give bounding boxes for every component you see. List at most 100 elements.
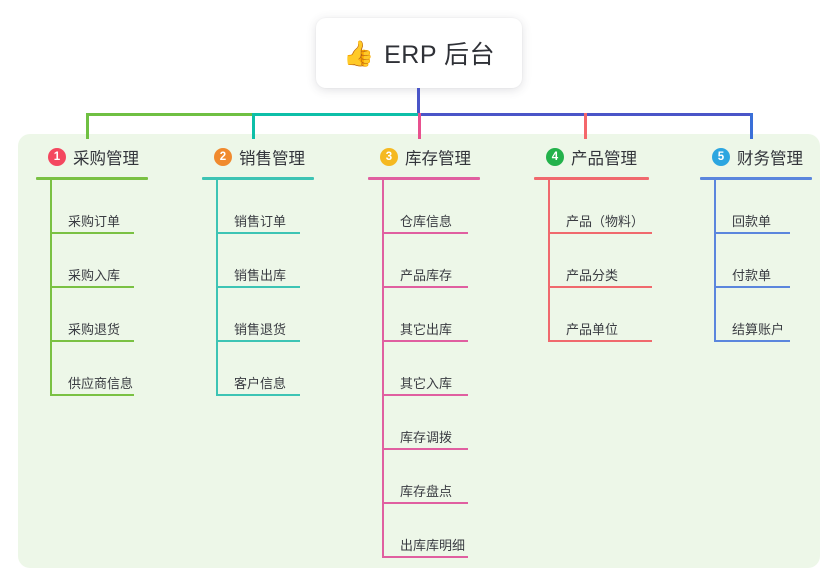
branch-items-5: 回款单付款单结算账户: [714, 180, 820, 342]
branch-spine-4: [548, 180, 550, 342]
branch-header-2[interactable]: 2 销售管理: [202, 144, 354, 170]
root-node-erp-backend[interactable]: 👍 ERP 后台: [316, 18, 522, 88]
leaf-node[interactable]: 产品分类: [548, 234, 694, 288]
leaf-node[interactable]: 产品（物料）: [548, 180, 694, 234]
drop-stub-4: [584, 113, 587, 139]
leaf-node-label: 销售退货: [234, 321, 287, 337]
leaf-node[interactable]: 采购退货: [50, 288, 188, 342]
leaf-node[interactable]: 采购订单: [50, 180, 188, 234]
leaf-node[interactable]: 库存盘点: [382, 450, 520, 504]
leaf-node[interactable]: 回款单: [714, 180, 820, 234]
leaf-node-label: 产品分类: [566, 267, 619, 283]
drop-stub-3: [418, 113, 421, 139]
branch-underline-2: [202, 177, 314, 180]
diagram-background-panel: [18, 134, 820, 568]
leaf-node-label: 采购退货: [68, 321, 121, 337]
leaf-node-label: 库存盘点: [400, 483, 453, 499]
leaf-node-underline: [50, 232, 134, 234]
leaf-node-underline: [50, 286, 134, 288]
leaf-node-label: 采购入库: [68, 267, 121, 283]
leaf-node[interactable]: 销售订单: [216, 180, 354, 234]
branch-spine-3: [382, 180, 384, 558]
leaf-node[interactable]: 产品单位: [548, 288, 694, 342]
leaf-node[interactable]: 供应商信息: [50, 342, 188, 396]
bar-segment-teal: [252, 113, 420, 116]
root-node-content: 👍 ERP 后台: [343, 35, 495, 71]
leaf-node[interactable]: 销售出库: [216, 234, 354, 288]
leaf-node-underline: [216, 232, 300, 234]
branch-column-5: 5 财务管理回款单付款单结算账户: [700, 144, 820, 342]
leaf-node[interactable]: 采购入库: [50, 234, 188, 288]
leaf-node-label: 产品单位: [566, 321, 619, 337]
leaf-node-underline: [50, 394, 134, 396]
leaf-node-underline: [548, 232, 652, 234]
branch-header-5[interactable]: 5 财务管理: [700, 144, 820, 170]
branch-items-4: 产品（物料） 产品分类产品单位: [548, 180, 694, 342]
leaf-node-underline: [382, 232, 468, 234]
leaf-node[interactable]: 其它出库: [382, 288, 520, 342]
thumbs-up-icon: 👍: [342, 38, 375, 68]
branch-badge-4: 4: [546, 148, 564, 166]
leaf-node-underline: [50, 340, 134, 342]
leaf-node-label: 供应商信息: [68, 375, 134, 391]
leaf-node-label: 产品库存: [400, 267, 453, 283]
leaf-node-underline: [714, 232, 790, 234]
branch-column-3: 3 库存管理仓库信息产品库存其它出库其它入库库存调拨库存盘点出库库明细: [368, 144, 520, 558]
leaf-node-underline: [382, 340, 468, 342]
leaf-node-underline: [382, 394, 468, 396]
leaf-node-label: 销售订单: [234, 213, 287, 229]
leaf-node[interactable]: 其它入库: [382, 342, 520, 396]
branch-badge-2: 2: [214, 148, 232, 166]
leaf-node-label: 库存调拨: [400, 429, 453, 445]
leaf-node-underline: [548, 340, 652, 342]
branch-title-1: 采购管理: [73, 150, 139, 168]
leaf-node-label: 其它入库: [400, 375, 453, 391]
leaf-node[interactable]: 出库库明细: [382, 504, 520, 558]
bar-segment-green: [86, 113, 254, 116]
leaf-node[interactable]: 仓库信息: [382, 180, 520, 234]
leaf-node-label: 采购订单: [68, 213, 121, 229]
leaf-node-label: 产品（物料）: [566, 213, 645, 229]
leaf-node-label: 出库库明细: [400, 537, 466, 553]
branch-column-1: 1 采购管理采购订单采购入库采购退货供应商信息: [36, 144, 188, 396]
branch-title-2: 销售管理: [239, 150, 305, 168]
leaf-node-label: 客户信息: [234, 375, 287, 391]
leaf-node-underline: [548, 286, 652, 288]
leaf-node[interactable]: 销售退货: [216, 288, 354, 342]
branch-title-5: 财务管理: [737, 150, 803, 168]
root-node-title: ERP 后台: [384, 41, 496, 69]
leaf-node[interactable]: 结算账户: [714, 288, 820, 342]
leaf-node-underline: [216, 286, 300, 288]
leaf-node-underline: [216, 394, 300, 396]
branch-title-3: 库存管理: [405, 150, 471, 168]
branch-badge-5: 5: [712, 148, 730, 166]
branch-items-3: 仓库信息产品库存其它出库其它入库库存调拨库存盘点出库库明细: [382, 180, 520, 558]
branch-badge-3: 3: [380, 148, 398, 166]
leaf-node[interactable]: 客户信息: [216, 342, 354, 396]
branch-spine-2: [216, 180, 218, 396]
drop-stub-5: [750, 113, 753, 139]
leaf-node[interactable]: 产品库存: [382, 234, 520, 288]
branch-header-3[interactable]: 3 库存管理: [368, 144, 520, 170]
drop-stub-1: [86, 113, 89, 139]
branch-spine-1: [50, 180, 52, 396]
leaf-node-underline: [382, 502, 468, 504]
leaf-node[interactable]: 付款单: [714, 234, 820, 288]
branch-underline-1: [36, 177, 148, 180]
leaf-node-underline: [714, 286, 790, 288]
leaf-node-label: 结算账户: [732, 321, 785, 337]
leaf-node-underline: [714, 340, 790, 342]
leaf-node-underline: [382, 286, 468, 288]
leaf-node-label: 付款单: [732, 267, 772, 283]
leaf-node-label: 仓库信息: [400, 213, 453, 229]
drop-stub-2: [252, 113, 255, 139]
leaf-node-underline: [382, 448, 468, 450]
leaf-node[interactable]: 库存调拨: [382, 396, 520, 450]
root-stem-line: [417, 88, 420, 116]
branch-underline-3: [368, 177, 480, 180]
branch-badge-1: 1: [48, 148, 66, 166]
branch-header-1[interactable]: 1 采购管理: [36, 144, 188, 170]
